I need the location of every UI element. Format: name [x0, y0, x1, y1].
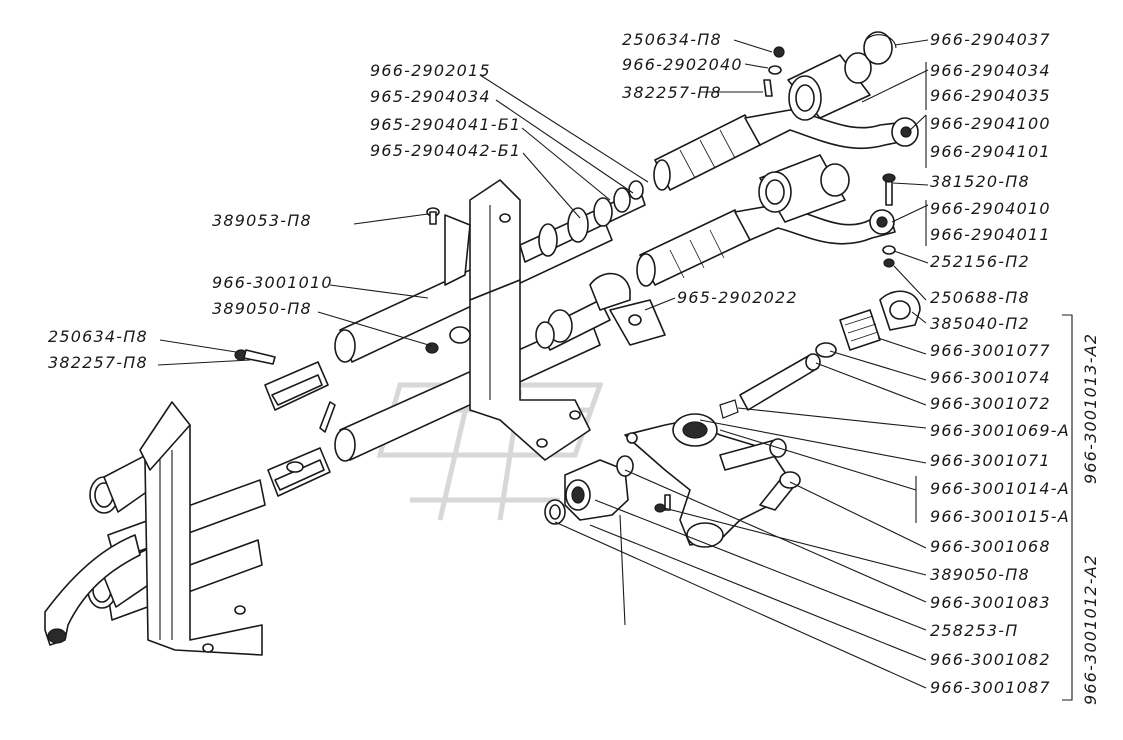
callout-label: 966-3001077: [930, 341, 1051, 360]
callout-label: 250634-П8: [622, 30, 722, 49]
callout-label: 966-2904011: [930, 225, 1051, 244]
leader-lines: [157, 39, 1073, 701]
callout-label: 966-2904010: [930, 199, 1051, 218]
steering-gear: [624, 290, 921, 548]
callout-label: 258253-П: [930, 621, 1019, 640]
callout-label: 965-2904041-Б1: [370, 115, 522, 134]
callout-label: 966-3001010: [212, 273, 333, 292]
callout-label: 966-2904035: [930, 86, 1051, 105]
callout-label: 965-2904042-Б1: [370, 141, 522, 160]
callout-label: 966-2904037: [930, 30, 1051, 49]
callout-label: 966-2904100: [930, 114, 1051, 133]
callout-label: 966-3001069-А: [930, 421, 1070, 440]
callout-label: 385040-П2: [930, 314, 1030, 333]
callout-label: 966-3001074: [930, 368, 1051, 387]
callout-label: 966-3001071: [930, 451, 1051, 470]
callout-label: 966-3001082: [930, 650, 1051, 669]
callout-label: 389050-П8: [212, 299, 312, 318]
callout-label: 250634-П8: [48, 327, 148, 346]
callout-label: 966-3001072: [930, 394, 1051, 413]
callout-label: 966-2904034: [930, 61, 1051, 80]
assembly-label: 966-3001013-А2: [1081, 332, 1100, 484]
fasteners: [234, 207, 666, 513]
callout-label: 252156-П2: [930, 252, 1030, 271]
bracket-plate: [589, 272, 666, 346]
callout-label: 966-3001087: [930, 678, 1051, 697]
callout-label: 965-2902022: [677, 288, 798, 307]
callout-label: 250688-П8: [930, 288, 1030, 307]
callout-label: 389050-П8: [930, 565, 1030, 584]
lower-tube-joint: [636, 154, 896, 287]
upper-shaft: [519, 180, 646, 351]
callout-label: 381520-П8: [930, 172, 1030, 191]
callout-label: 389053-П8: [212, 211, 312, 230]
callout-label: 966-3001014-А: [930, 479, 1070, 498]
callout-label: 382257-П8: [48, 353, 148, 372]
universal-joint-top: [763, 31, 897, 121]
callout-label: 966-3001083: [930, 593, 1051, 612]
callout-label: 965-2904034: [370, 87, 491, 106]
callout-label: 966-3001068: [930, 537, 1051, 556]
callout-label: 966-3001015-А: [930, 507, 1070, 526]
callout-label: 966-2902015: [370, 61, 491, 80]
left-stand: [44, 401, 266, 656]
callout-label: 382257-П8: [622, 83, 722, 102]
upper-tube-yoke: [653, 109, 919, 191]
callout-label: 966-2904101: [930, 142, 1051, 161]
callout-label: 966-2902040: [622, 55, 743, 74]
sleeve-parts: [264, 361, 336, 497]
assembly-label: 966-3001012-А2: [1081, 553, 1100, 705]
lever-housing: [544, 455, 634, 525]
